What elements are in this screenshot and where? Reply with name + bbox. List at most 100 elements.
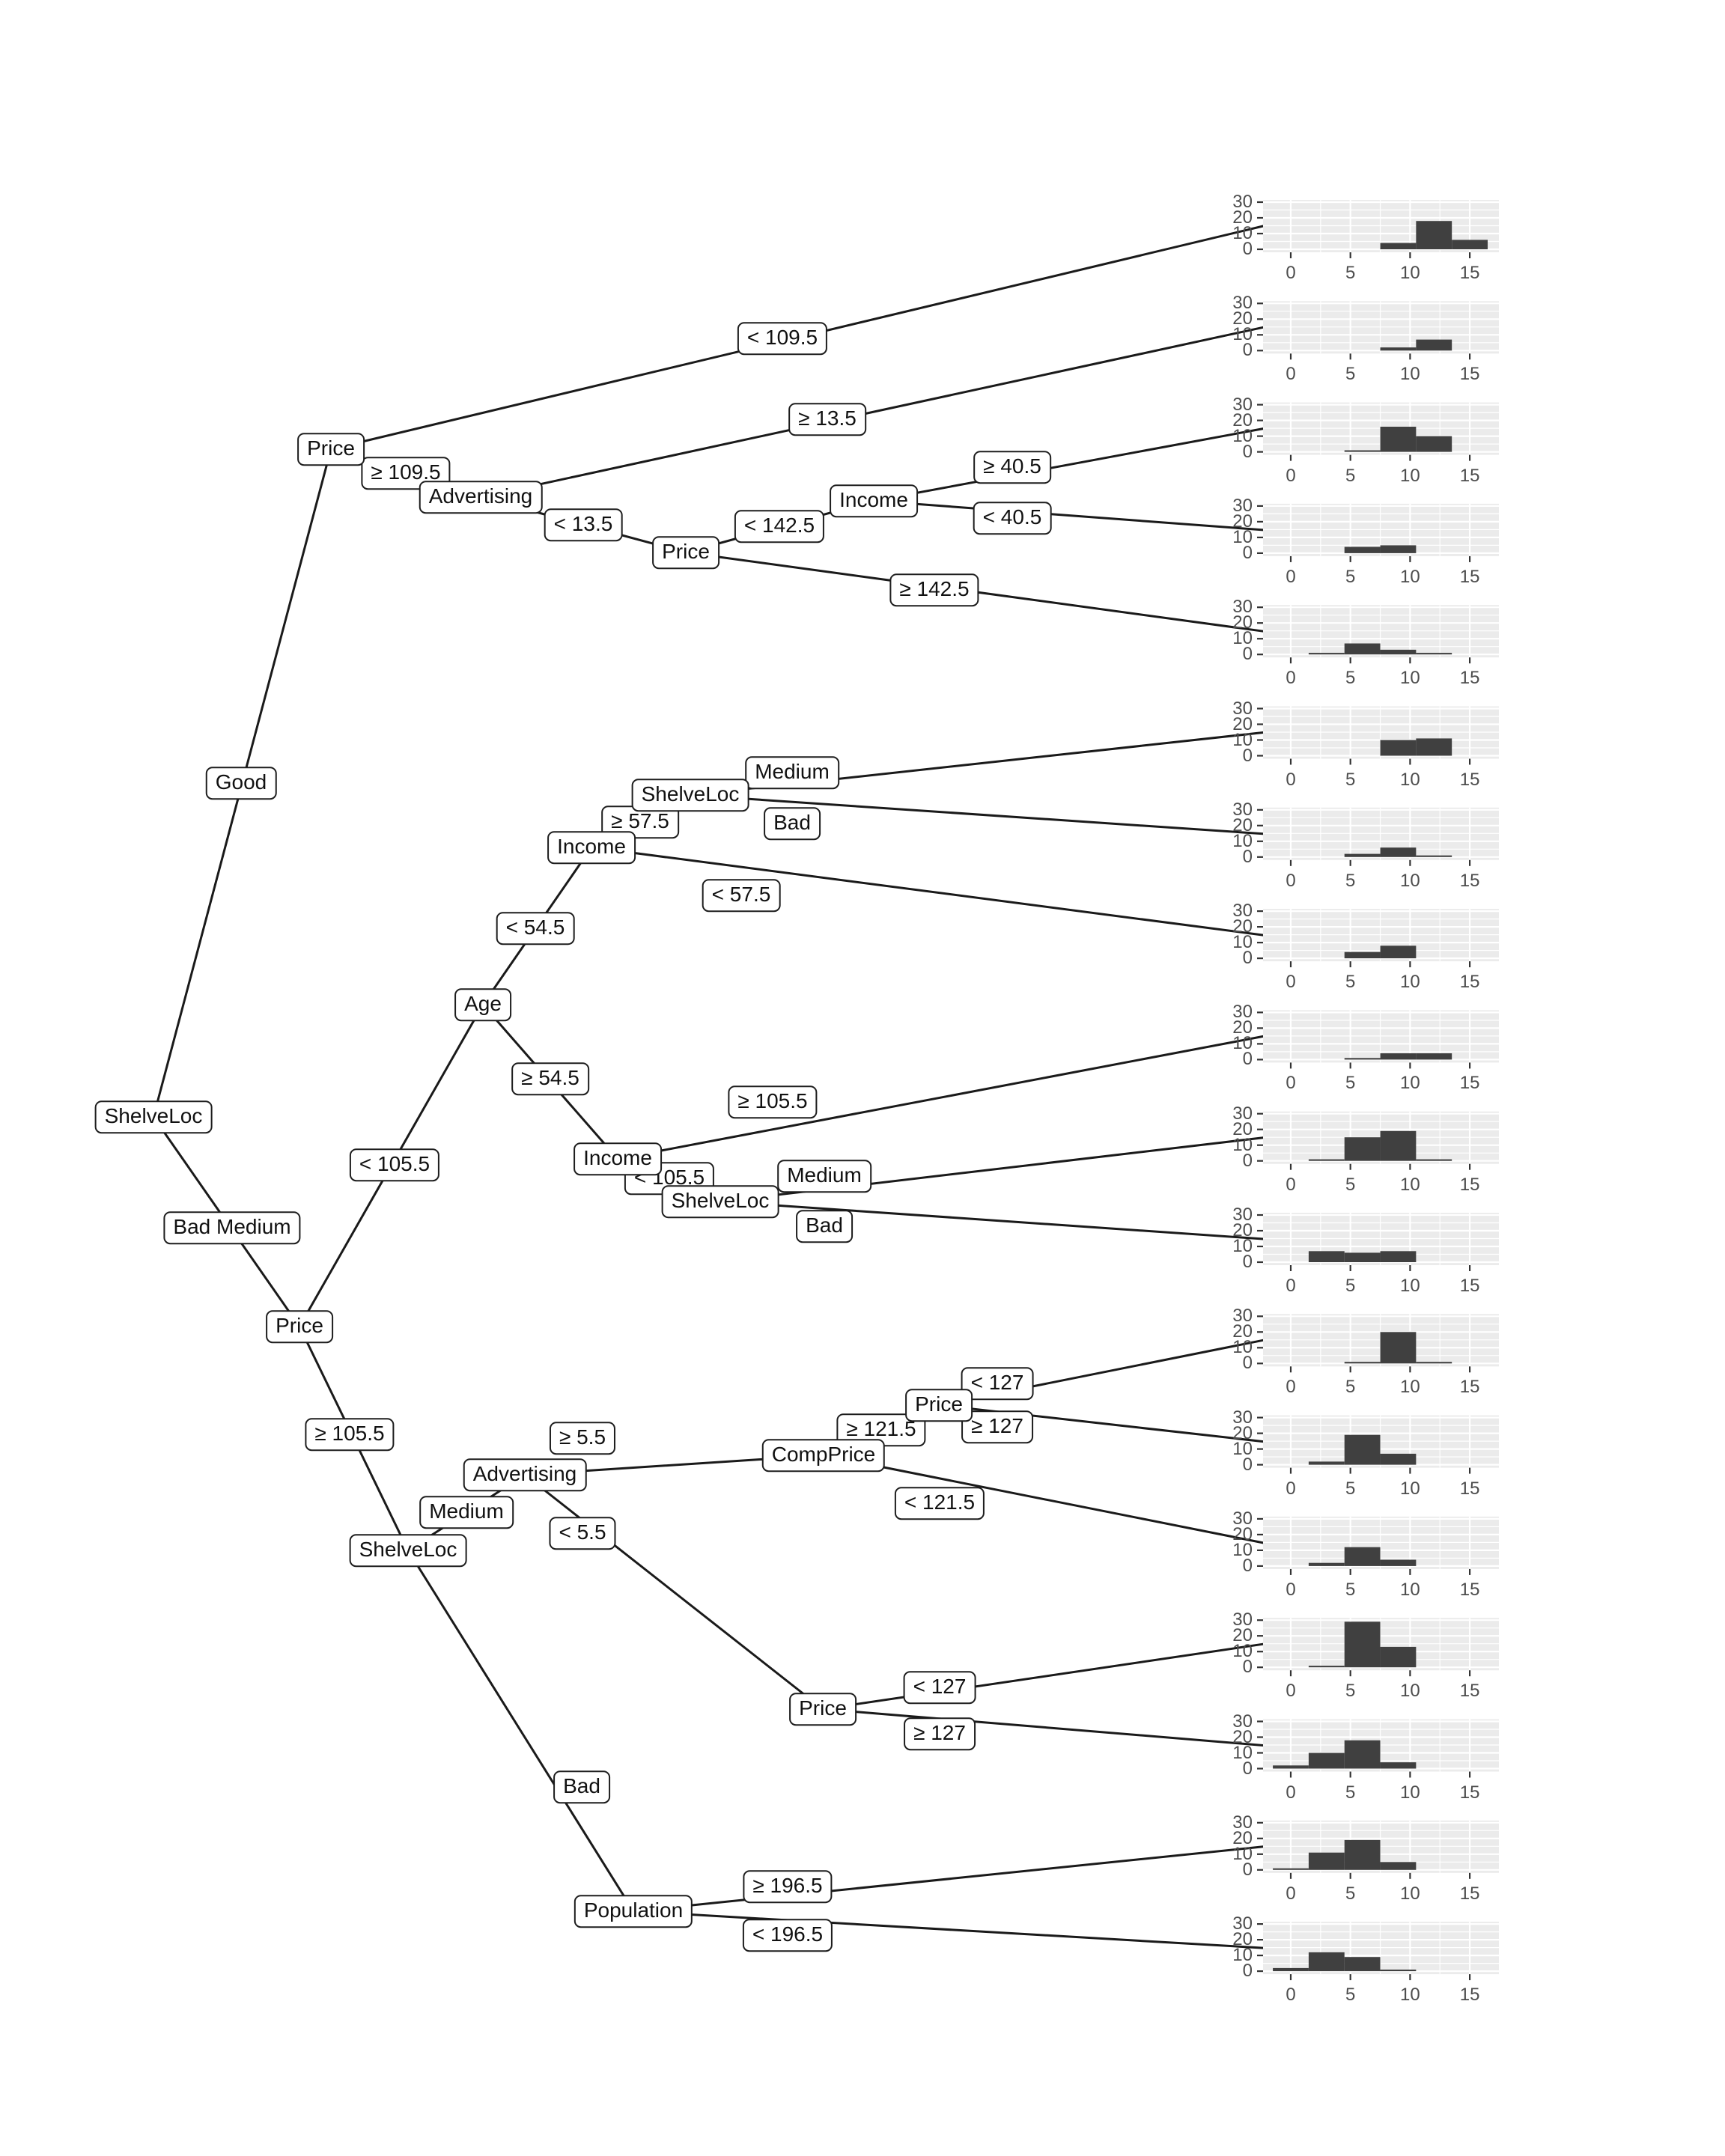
x-axis-tick-label: 0 (1286, 566, 1296, 587)
x-axis-tick-label: 5 (1345, 1377, 1356, 1398)
y-axis-tick-label: 0 (1242, 1049, 1253, 1070)
x-axis-tick-label: 0 (1286, 668, 1296, 689)
x-axis-tick-label: 15 (1459, 1073, 1480, 1094)
tree-edge-line (590, 846, 1265, 937)
x-axis-tick-label: 5 (1345, 263, 1356, 283)
tree-edge-line (821, 1708, 1265, 1747)
x-axis-tick-label: 0 (1286, 769, 1296, 790)
x-axis-tick-label: 5 (1345, 972, 1356, 993)
histogram-bar (1380, 847, 1417, 857)
histogram-bar (1308, 1562, 1345, 1566)
histogram-bar (1452, 240, 1488, 249)
edge-label: ≥ 105.5 (305, 1418, 395, 1451)
tree-edge-line (821, 1642, 1265, 1711)
tree-node: ShelveLoc (661, 1185, 779, 1218)
histogram-bar (1344, 853, 1381, 857)
x-axis-tick-label: 5 (1345, 668, 1356, 689)
tree-node: Income (547, 831, 636, 864)
edge-label: < 121.5 (894, 1487, 985, 1520)
x-axis-tick-label: 5 (1345, 1985, 1356, 2006)
histogram-bar (1380, 1646, 1417, 1668)
y-axis-tick-label: 0 (1242, 1454, 1253, 1475)
edge-label: < 57.5 (702, 879, 781, 912)
histogram-bar (1308, 1159, 1345, 1161)
tree-edge-line (632, 1845, 1265, 1913)
y-axis-tick-label: 10 (1232, 1539, 1253, 1560)
histogram-bar (1380, 1970, 1417, 1972)
tree-edge-line (407, 1549, 635, 1913)
y-axis-tick-label: 30 (1232, 1407, 1253, 1428)
x-axis-tick-label: 5 (1345, 769, 1356, 790)
y-axis-tick-label: 20 (1232, 916, 1253, 937)
x-axis-tick-label: 10 (1400, 1681, 1420, 1702)
y-axis-tick-label: 10 (1232, 1843, 1253, 1864)
x-axis-tick-label: 10 (1400, 263, 1420, 283)
y-axis-tick-label: 30 (1232, 1913, 1253, 1934)
histogram-bar (1308, 1752, 1345, 1769)
y-axis-tick-label: 10 (1232, 729, 1253, 750)
tree-edge-line (479, 326, 1265, 499)
histogram-bar (1344, 1058, 1381, 1060)
x-axis-tick-label: 5 (1345, 1782, 1356, 1803)
tree-node: ShelveLoc (94, 1100, 213, 1133)
edge-label: < 127 (903, 1671, 976, 1704)
edge-label: Medium (777, 1160, 871, 1193)
edge-label: < 5.5 (549, 1517, 616, 1550)
histogram-bar (1416, 738, 1452, 756)
tree-edge-line (689, 794, 1265, 835)
x-axis-tick-label: 15 (1459, 1276, 1480, 1296)
x-axis-tick-label: 5 (1345, 1478, 1356, 1499)
histogram-bar (1344, 1547, 1381, 1566)
y-axis-tick-label: 10 (1232, 830, 1253, 851)
x-axis-tick-label: 10 (1400, 1579, 1420, 1600)
x-axis-tick-label: 0 (1286, 1377, 1296, 1398)
x-axis-tick-label: 10 (1400, 1377, 1420, 1398)
edge-label: Medium (745, 756, 839, 789)
x-axis-tick-label: 5 (1345, 870, 1356, 891)
x-axis-tick-label: 10 (1400, 972, 1420, 993)
x-axis-tick-label: 10 (1400, 364, 1420, 385)
y-axis-tick-label: 20 (1232, 1422, 1253, 1443)
x-axis-tick-label: 15 (1459, 1478, 1480, 1499)
y-axis-tick-label: 10 (1232, 1742, 1253, 1763)
x-axis-tick-label: 5 (1345, 1579, 1356, 1600)
y-axis-tick-label: 30 (1232, 698, 1253, 719)
edge-label: Bad Medium (163, 1211, 301, 1244)
y-axis-tick-label: 10 (1232, 1641, 1253, 1662)
edge-label: ≥ 127 (961, 1410, 1033, 1443)
edge-label: < 54.5 (496, 912, 575, 945)
histogram-bar (1344, 1362, 1381, 1364)
y-axis-tick-label: 0 (1242, 1252, 1253, 1272)
histogram-bar (1344, 643, 1381, 655)
histogram-bar (1380, 1453, 1417, 1465)
y-axis-tick-label: 10 (1232, 425, 1253, 446)
edge-label: < 127 (961, 1367, 1034, 1400)
y-axis-tick-label: 10 (1232, 628, 1253, 649)
edge-label: < 109.5 (737, 322, 828, 355)
y-axis-tick-label: 0 (1242, 1555, 1253, 1576)
y-axis-tick-label: 30 (1232, 901, 1253, 922)
y-axis-tick-label: 10 (1232, 223, 1253, 243)
x-axis-tick-label: 15 (1459, 1377, 1480, 1398)
x-axis-tick-label: 5 (1345, 1681, 1356, 1702)
y-axis-tick-label: 10 (1232, 324, 1253, 345)
tree-edge-line (719, 1200, 1265, 1240)
y-axis-tick-label: 20 (1232, 1625, 1253, 1646)
x-axis-tick-label: 0 (1286, 1782, 1296, 1803)
x-axis-tick-label: 0 (1286, 1478, 1296, 1499)
y-axis-tick-label: 30 (1232, 1812, 1253, 1833)
y-axis-tick-label: 0 (1242, 846, 1253, 867)
edge-label: Good (205, 767, 277, 800)
tree-node: CompPrice (761, 1439, 886, 1472)
x-axis-tick-label: 15 (1459, 263, 1480, 283)
histogram-bar (1308, 1251, 1345, 1262)
y-axis-tick-label: 20 (1232, 814, 1253, 835)
y-axis-tick-label: 20 (1232, 308, 1253, 329)
histogram-bar (1416, 1053, 1452, 1060)
histogram-bar (1308, 1952, 1345, 1972)
x-axis-tick-label: 10 (1400, 465, 1420, 486)
x-axis-tick-label: 15 (1459, 1579, 1480, 1600)
edge-label: ≥ 142.5 (889, 573, 979, 606)
x-axis-tick-label: 0 (1286, 1174, 1296, 1195)
